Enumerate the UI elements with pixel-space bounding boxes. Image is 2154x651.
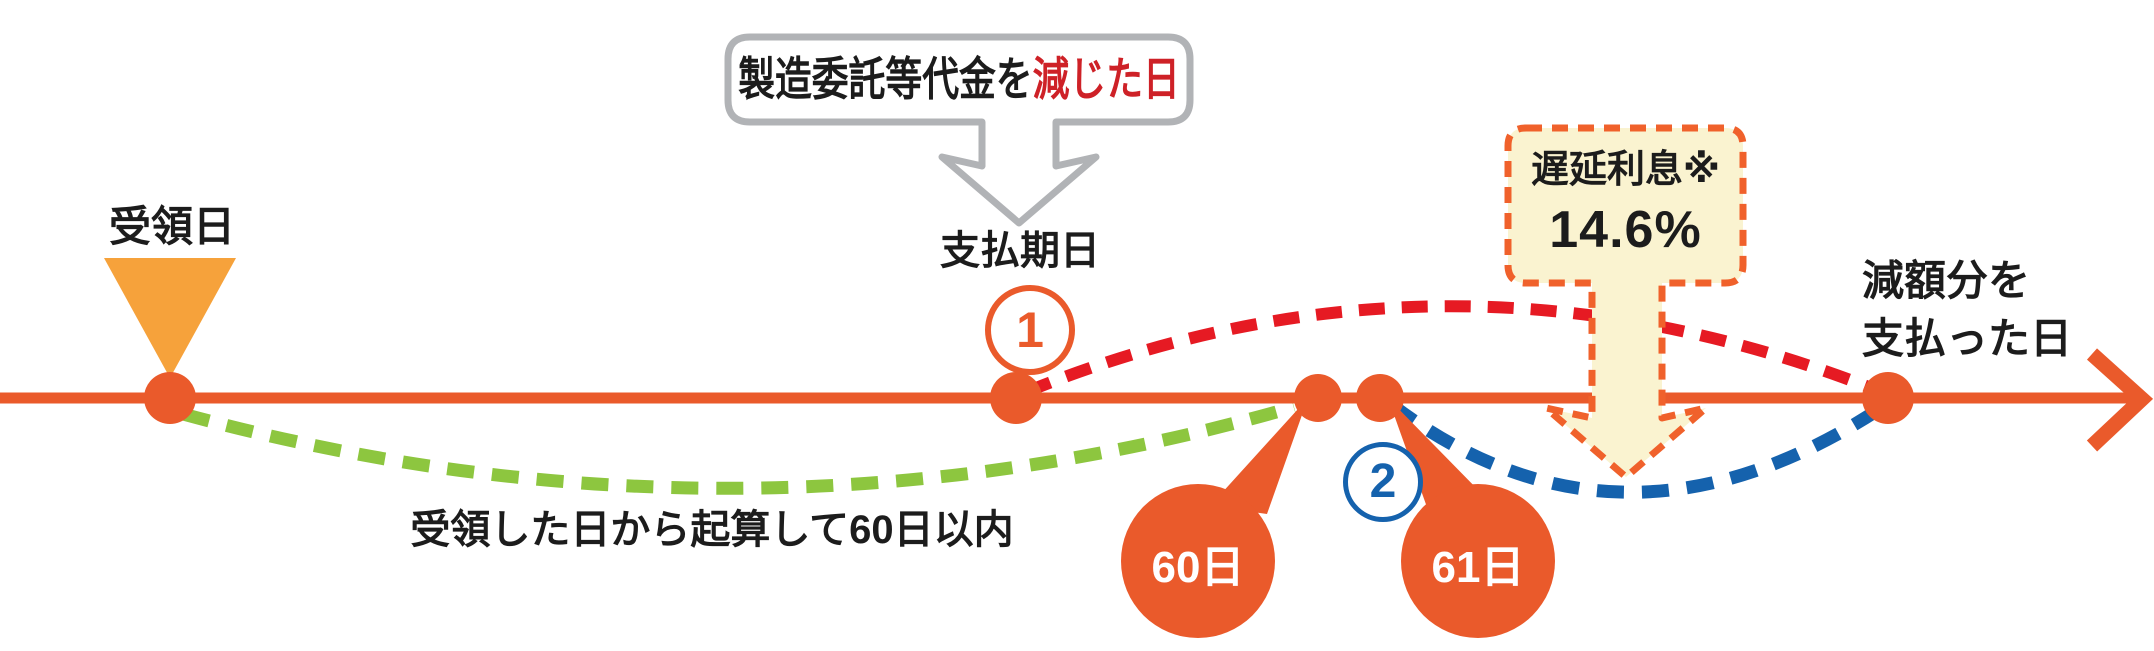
- green-dashed-curve-60day-span: [181, 400, 1296, 495]
- delay-interest-box-text: 遅延利息※ 14.6%: [1508, 130, 1743, 280]
- day61-bubble-tail: [1388, 398, 1484, 510]
- day60-dot: [1294, 374, 1342, 422]
- day60-bubble: [1121, 484, 1275, 638]
- callout-bubble-down-arrow-icon: [724, 33, 1194, 227]
- timeline-arrowhead-icon: [2086, 348, 2154, 452]
- marker-2-digit: 2: [1369, 455, 1397, 508]
- payment-due-label: 支払期日: [940, 229, 1100, 273]
- receipt-triangle-icon: [104, 258, 236, 378]
- circled-number-1-marker: 1: [985, 285, 1075, 375]
- callout-text-red: 減じた日: [1032, 53, 1180, 106]
- paid-day-label-line1: 減額分を: [1862, 257, 2031, 304]
- delay-interest-rate: 14.6%: [1549, 200, 1702, 259]
- receipt-dot: [144, 372, 196, 424]
- paid-dot: [1862, 372, 1914, 424]
- day61-bubble-label: 61日: [1431, 543, 1525, 592]
- reduction-day-callout: 製造委託等代金を減じた日: [728, 37, 1190, 122]
- payment-due-dot: [990, 372, 1042, 424]
- day60-bubble-tail: [1210, 398, 1308, 514]
- within-60-days-label: 受領した日から起算して60日以内: [410, 508, 1014, 552]
- day60-bubble-label: 60日: [1151, 543, 1245, 592]
- circled-number-2-marker: 2: [1343, 442, 1423, 522]
- paid-day-label-line2: 支払った日: [1862, 315, 2073, 362]
- marker-1-digit: 1: [1016, 302, 1044, 358]
- receipt-date-label: 受領日: [108, 203, 235, 250]
- red-dashed-curve-due-to-paid: [1023, 300, 1887, 399]
- callout-text-black: 製造委託等代金を: [738, 53, 1033, 106]
- delay-interest-down-arrow-box: [1504, 124, 1747, 481]
- day61-bubble: [1401, 484, 1555, 638]
- delay-interest-title: 遅延利息※: [1531, 149, 1720, 192]
- day61-dot: [1356, 374, 1404, 422]
